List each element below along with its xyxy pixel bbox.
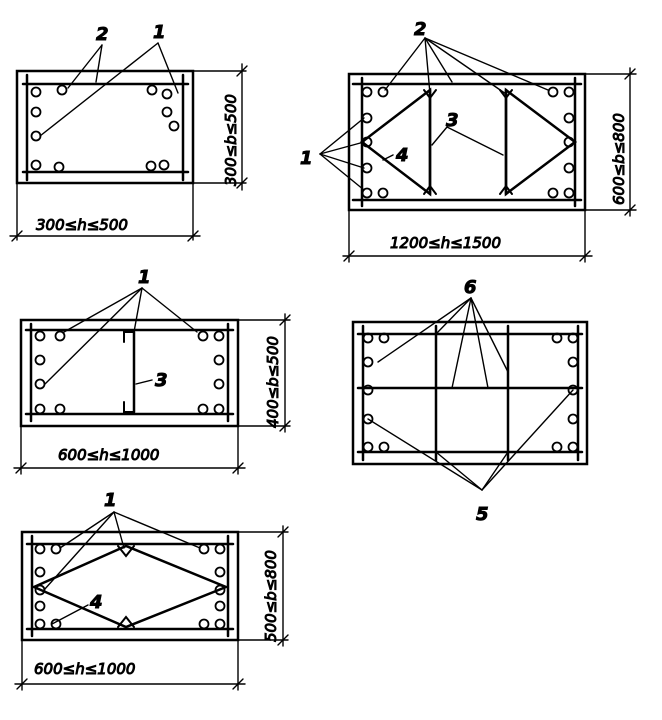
section-2-hooks xyxy=(423,89,513,195)
section-3-width-label: 600≤h≤1000 xyxy=(58,446,159,464)
section-1-leaders xyxy=(39,42,179,137)
section-5-rebars xyxy=(34,543,226,630)
callout-label: 1 xyxy=(300,148,313,169)
section-3-outline xyxy=(19,318,240,428)
section-5-height-dimension xyxy=(237,525,289,647)
section-2-outline xyxy=(347,72,587,212)
section-5-outline xyxy=(20,530,240,642)
callout-label: 2 xyxy=(96,24,109,45)
section-1-height-dimension xyxy=(192,63,248,191)
section-2-diamond-tie xyxy=(359,87,432,197)
section-5-leaders xyxy=(43,511,201,625)
section-3: 1 3 600≤h≤1000 400≤b≤500 xyxy=(13,267,291,475)
callout-label: 3 xyxy=(446,110,459,131)
section-3-leaders xyxy=(44,287,198,385)
section-2-diamond-tie xyxy=(504,87,578,197)
callout-label: 3 xyxy=(155,370,168,391)
section-2-height-dimension xyxy=(584,67,637,217)
section-4-outline xyxy=(351,320,589,466)
callout-label: 1 xyxy=(153,22,166,43)
section-1-rebars xyxy=(30,84,180,173)
section-2-width-label: 1200≤h≤1500 xyxy=(390,234,501,252)
section-1-outline xyxy=(15,69,195,185)
callout-label: 2 xyxy=(414,19,427,40)
callout-label: 6 xyxy=(464,277,477,298)
section-4-rebars xyxy=(362,332,579,453)
section-4-leaders xyxy=(367,297,574,491)
section-2-rebars xyxy=(361,86,575,199)
callout-label: 5 xyxy=(476,504,489,525)
section-3-height-dimension xyxy=(237,313,291,433)
section-1: 2 1 300≤h≤500 300≤b≤500 xyxy=(9,22,248,242)
callout-label: 4 xyxy=(395,145,409,166)
section-5-height-label: 500≤b≤800 xyxy=(262,550,280,642)
section-1-height-label: 300≤b≤500 xyxy=(222,94,240,186)
section-5-width-label: 600≤h≤1000 xyxy=(34,660,135,678)
section-5-hooks xyxy=(117,545,135,628)
section-5: 1 4 600≤h≤1000 500≤b≤800 xyxy=(14,490,289,691)
section-3-hook xyxy=(123,331,135,343)
section-1-width-label: 300≤h≤500 xyxy=(36,216,128,234)
section-1-width-dimension xyxy=(9,182,201,242)
section-3-rebars xyxy=(34,330,225,415)
section-2-leaders xyxy=(319,37,549,191)
callout-label: 1 xyxy=(138,267,151,288)
callout-label: 1 xyxy=(104,490,117,511)
section-2-width-dimension xyxy=(342,209,593,263)
section-2: 2 3 4 1 1200≤h≤1500 600≤b≤800 xyxy=(300,19,637,263)
section-5-diamond-tie xyxy=(30,544,230,629)
section-3-height-label: 400≤b≤500 xyxy=(264,336,282,428)
section-4: 6 5 xyxy=(351,277,589,526)
section-2-height-label: 600≤b≤800 xyxy=(610,113,628,205)
section-3-width-dimension xyxy=(13,425,246,475)
section-3-hook xyxy=(123,401,135,413)
callout-label: 4 xyxy=(89,592,103,613)
section-5-width-dimension xyxy=(14,639,246,691)
